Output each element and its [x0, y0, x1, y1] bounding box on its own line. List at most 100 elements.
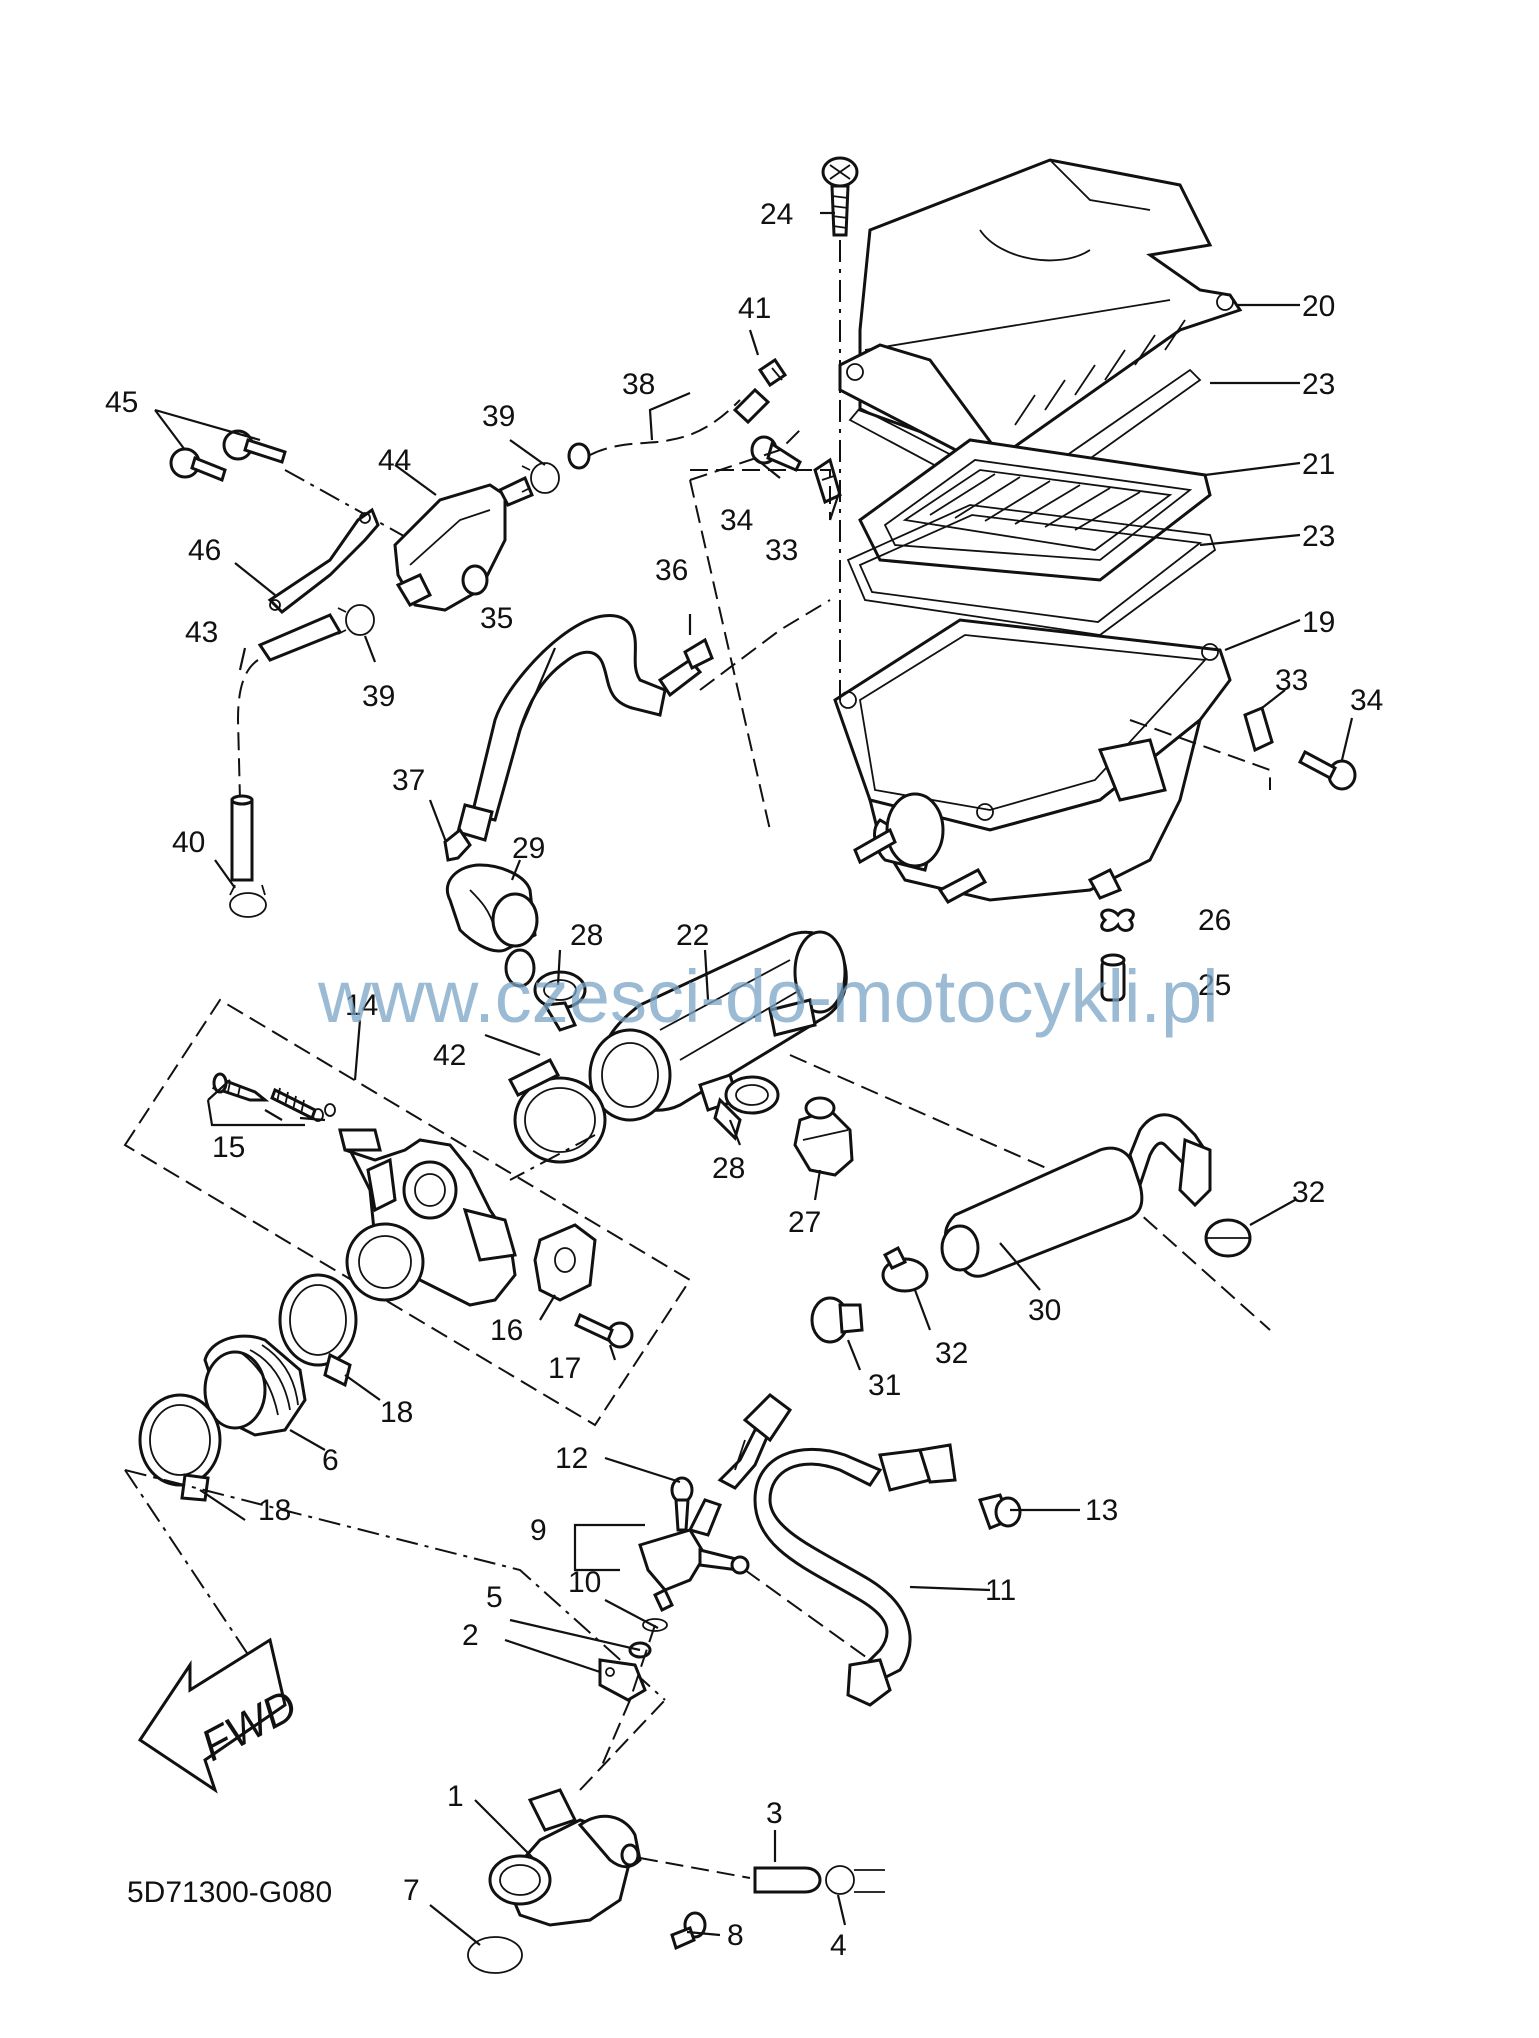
callout-34-upper: 34: [720, 504, 753, 537]
watermark: www.czesci-do-motocykli.pl: [317, 955, 1219, 1038]
callout-41: 41: [738, 292, 771, 325]
clip-4: [825, 1865, 885, 1895]
callout-45: 45: [105, 386, 138, 419]
o-ring-7: [467, 1936, 523, 1974]
injector-harness: [717, 1393, 793, 1490]
clamp-28-upper: [533, 970, 587, 1032]
callout-29: 29: [512, 832, 545, 865]
callout-12: 12: [555, 1442, 588, 1475]
clamp-28-lower: [713, 1075, 780, 1141]
callout-43: 43: [185, 616, 218, 649]
hose-35: [456, 614, 703, 842]
air-filter-case: [833, 618, 1232, 904]
callout-30: 30: [1028, 1294, 1061, 1327]
clip-41: [757, 357, 788, 388]
fuel-injector-9: [638, 1498, 750, 1613]
clip-32-left: [881, 1245, 929, 1293]
callout-20: 20: [1302, 290, 1335, 323]
callout-10: 10: [568, 1566, 601, 1599]
callout-46: 46: [188, 534, 221, 567]
callout-18-upper: 18: [380, 1396, 413, 1429]
hose-3: [753, 1866, 822, 1894]
callout-11: 11: [985, 1574, 1016, 1607]
callout-9: 9: [530, 1514, 547, 1547]
clamp-18-lower: [138, 1393, 222, 1502]
drain-hose-30: [940, 1113, 1212, 1278]
joint-29: [445, 863, 539, 988]
callout-23-lower: 23: [1302, 520, 1335, 553]
hose-38: [567, 387, 771, 470]
callout-13: 13: [1085, 1494, 1118, 1527]
hose-43: [230, 613, 343, 882]
callout-35: 35: [480, 602, 513, 635]
callout-18-lower: 18: [258, 1494, 291, 1527]
callout-39-upper: 39: [482, 400, 515, 433]
callout-33-right: 33: [1275, 664, 1308, 697]
callout-25: 25: [1198, 969, 1231, 1002]
air-filter-case-cover: [838, 158, 1243, 462]
leader-lines: [154, 211, 1354, 1946]
callout-17: 17: [548, 1352, 581, 1385]
callout-3: 3: [766, 1797, 783, 1830]
breather-valve-44: [393, 475, 534, 612]
callout-15: 15: [212, 1131, 245, 1164]
callout-26: 26: [1198, 904, 1231, 937]
grommet-25: [1100, 953, 1126, 1002]
callout-21: 21: [1302, 448, 1335, 481]
fuel-hose-11: [753, 1443, 957, 1707]
callout-42: 42: [433, 1039, 466, 1072]
bolts-45: [169, 429, 287, 483]
clamp-18-upper: [278, 1273, 358, 1388]
bolt-12: [670, 1476, 694, 1532]
callout-32-right: 32: [1292, 1176, 1325, 1209]
callout-16: 16: [490, 1314, 523, 1347]
bolt-34-right: [1298, 749, 1357, 791]
clip-33-right: [1243, 705, 1274, 753]
callout-22: 22: [676, 919, 709, 952]
o-ring-10: [642, 1618, 668, 1632]
plug-31: [810, 1296, 864, 1344]
callout-31: 31: [868, 1369, 901, 1402]
callout-2: 2: [462, 1619, 479, 1652]
screw-24: [821, 156, 859, 237]
intake-joint-6: [203, 1334, 307, 1437]
callout-19: 19: [1302, 606, 1335, 639]
callout-7: 7: [403, 1874, 420, 1907]
screw-17: [574, 1312, 634, 1349]
callout-37: 37: [392, 764, 425, 797]
callout-32-left: 32: [935, 1337, 968, 1370]
clip-32-right: [1204, 1218, 1252, 1258]
intake-manifold-1: [488, 1788, 642, 1927]
callout-39-lower: 39: [362, 680, 395, 713]
callout-14: 14: [345, 989, 378, 1022]
sensor-27: [793, 1096, 854, 1177]
callout-44: 44: [378, 444, 411, 477]
callout-8: 8: [727, 1919, 744, 1952]
throttle-body-14: [338, 1128, 517, 1307]
hose-clip-39-upper: [521, 462, 560, 494]
clip-36: [683, 637, 714, 671]
callout-5: 5: [486, 1581, 503, 1614]
callouts: 20 23 21 23 19 33 34 24 41 38 39 44 45 4…: [105, 198, 1383, 1962]
gasket-lower: [846, 504, 1217, 636]
air-filter-element: [858, 438, 1212, 582]
callout-28-lower: 28: [712, 1152, 745, 1185]
sensor-16: [533, 1223, 597, 1302]
air-joint-22: [588, 930, 848, 1122]
callout-1: 1: [447, 1780, 464, 1813]
callout-27: 27: [788, 1206, 821, 1239]
callout-34-right: 34: [1350, 684, 1383, 717]
screw-15: [212, 1072, 336, 1122]
callout-40: 40: [172, 826, 205, 859]
callout-38: 38: [622, 368, 655, 401]
callout-23-upper: 23: [1302, 368, 1335, 401]
cap-13: [978, 1493, 1022, 1530]
clip-37: [443, 827, 472, 862]
callout-36: 36: [655, 554, 688, 587]
callout-24: 24: [760, 198, 793, 231]
callout-4: 4: [830, 1929, 847, 1962]
clamp-26: [1100, 908, 1135, 932]
callout-6: 6: [322, 1444, 339, 1477]
drawing-number: 5D71300-G080: [127, 1876, 332, 1909]
